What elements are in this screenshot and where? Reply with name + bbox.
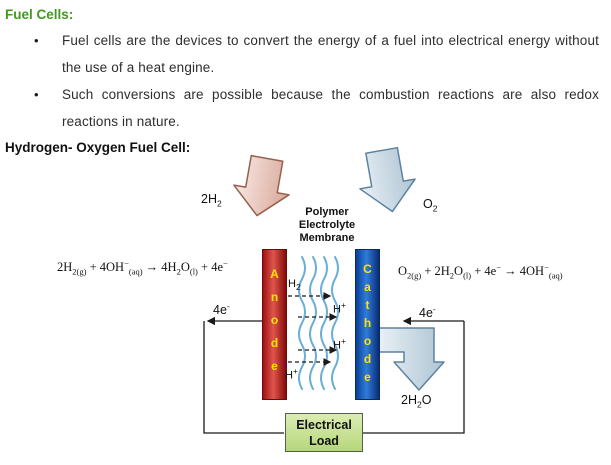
bullet-item: • Such conversions are possible because … bbox=[0, 81, 611, 135]
membrane-wave bbox=[309, 256, 317, 390]
electrical-load-box: Electrical Load bbox=[285, 413, 363, 452]
proton-label: H+ bbox=[333, 336, 346, 352]
electron-count-label-right: 4e- bbox=[419, 304, 436, 321]
proton-label: H+ bbox=[333, 300, 346, 316]
cathode-label: Cathode bbox=[360, 261, 375, 388]
hydrogen-molecule-label: H2 bbox=[288, 278, 301, 293]
cathode-half-equation: O2(g) + 2H2O(l) + 4e− → 4OH−(aq) bbox=[398, 262, 563, 281]
membrane-label: Polymer Electrolyte Membrane bbox=[298, 206, 356, 244]
cathode-bar: Cathode bbox=[355, 249, 380, 400]
anode-label: Anode bbox=[267, 267, 282, 382]
oxygen-input-label: O2 bbox=[423, 197, 438, 214]
membrane-wave bbox=[298, 256, 306, 390]
water-output-arrow bbox=[378, 327, 445, 391]
anode-bar: Anode bbox=[262, 249, 287, 400]
electron-count-label-left: 4e- bbox=[213, 301, 230, 318]
membrane-wave bbox=[320, 256, 328, 390]
bullet-item: • Fuel cells are the devices to convert … bbox=[0, 27, 611, 81]
bullet-text: Fuel cells are the devices to convert th… bbox=[62, 33, 599, 75]
hydrogen-input-label: 2H2 bbox=[201, 192, 222, 209]
page-title: Fuel Cells: bbox=[5, 7, 74, 22]
bullet-marker: • bbox=[34, 87, 39, 102]
bullet-text: Such conversions are possible because th… bbox=[62, 87, 599, 129]
membrane-wave bbox=[331, 256, 339, 390]
proton-label: H+ bbox=[285, 366, 298, 382]
water-output-label: 2H2O bbox=[401, 393, 432, 410]
bullet-marker: • bbox=[34, 33, 39, 48]
anode-half-equation: 2H2(g) + 4OH−(aq) → 4H2O(l) + 4e− bbox=[57, 258, 228, 277]
section-title: Hydrogen- Oxygen Fuel Cell: bbox=[5, 140, 191, 155]
